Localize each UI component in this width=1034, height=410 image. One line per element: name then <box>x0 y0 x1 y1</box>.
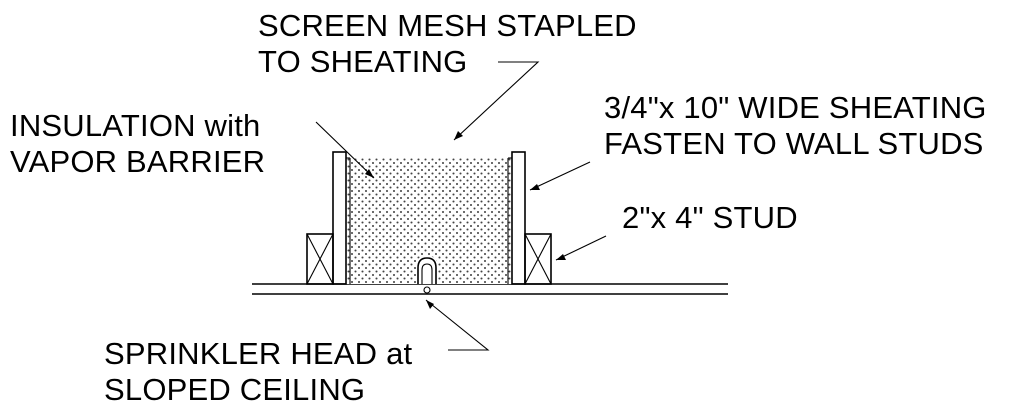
label-sprinkler-line1: SPRINKLER HEAD at <box>104 336 413 371</box>
leader-sprinkler <box>425 299 490 351</box>
label-sheathing-line1: 3/4"x 10" WIDE SHEATING <box>604 90 987 125</box>
left-stud <box>306 233 334 285</box>
right-stud <box>524 233 552 285</box>
left-sheathing-board <box>332 151 347 285</box>
right-sheathing-board <box>511 151 526 285</box>
leader-screen-mesh <box>453 61 540 141</box>
leader-sheathing <box>529 161 591 191</box>
label-screen-mesh-line2: TO SHEATING <box>258 44 467 79</box>
leader-stud <box>555 235 607 261</box>
label-insulation-line1: INSULATION with <box>10 108 260 143</box>
label-sheathing-line2: FASTEN TO WALL STUDS <box>604 126 984 161</box>
sprinkler-head <box>417 257 437 294</box>
label-sprinkler-line2: SLOPED CEILING <box>104 372 365 407</box>
label-insulation-line2: VAPOR BARRIER <box>10 144 265 179</box>
leader-insulation <box>315 121 375 179</box>
label-stud: 2"x 4" STUD <box>622 200 798 235</box>
label-screen-mesh-line1: SCREEN MESH STAPLED <box>258 8 637 43</box>
